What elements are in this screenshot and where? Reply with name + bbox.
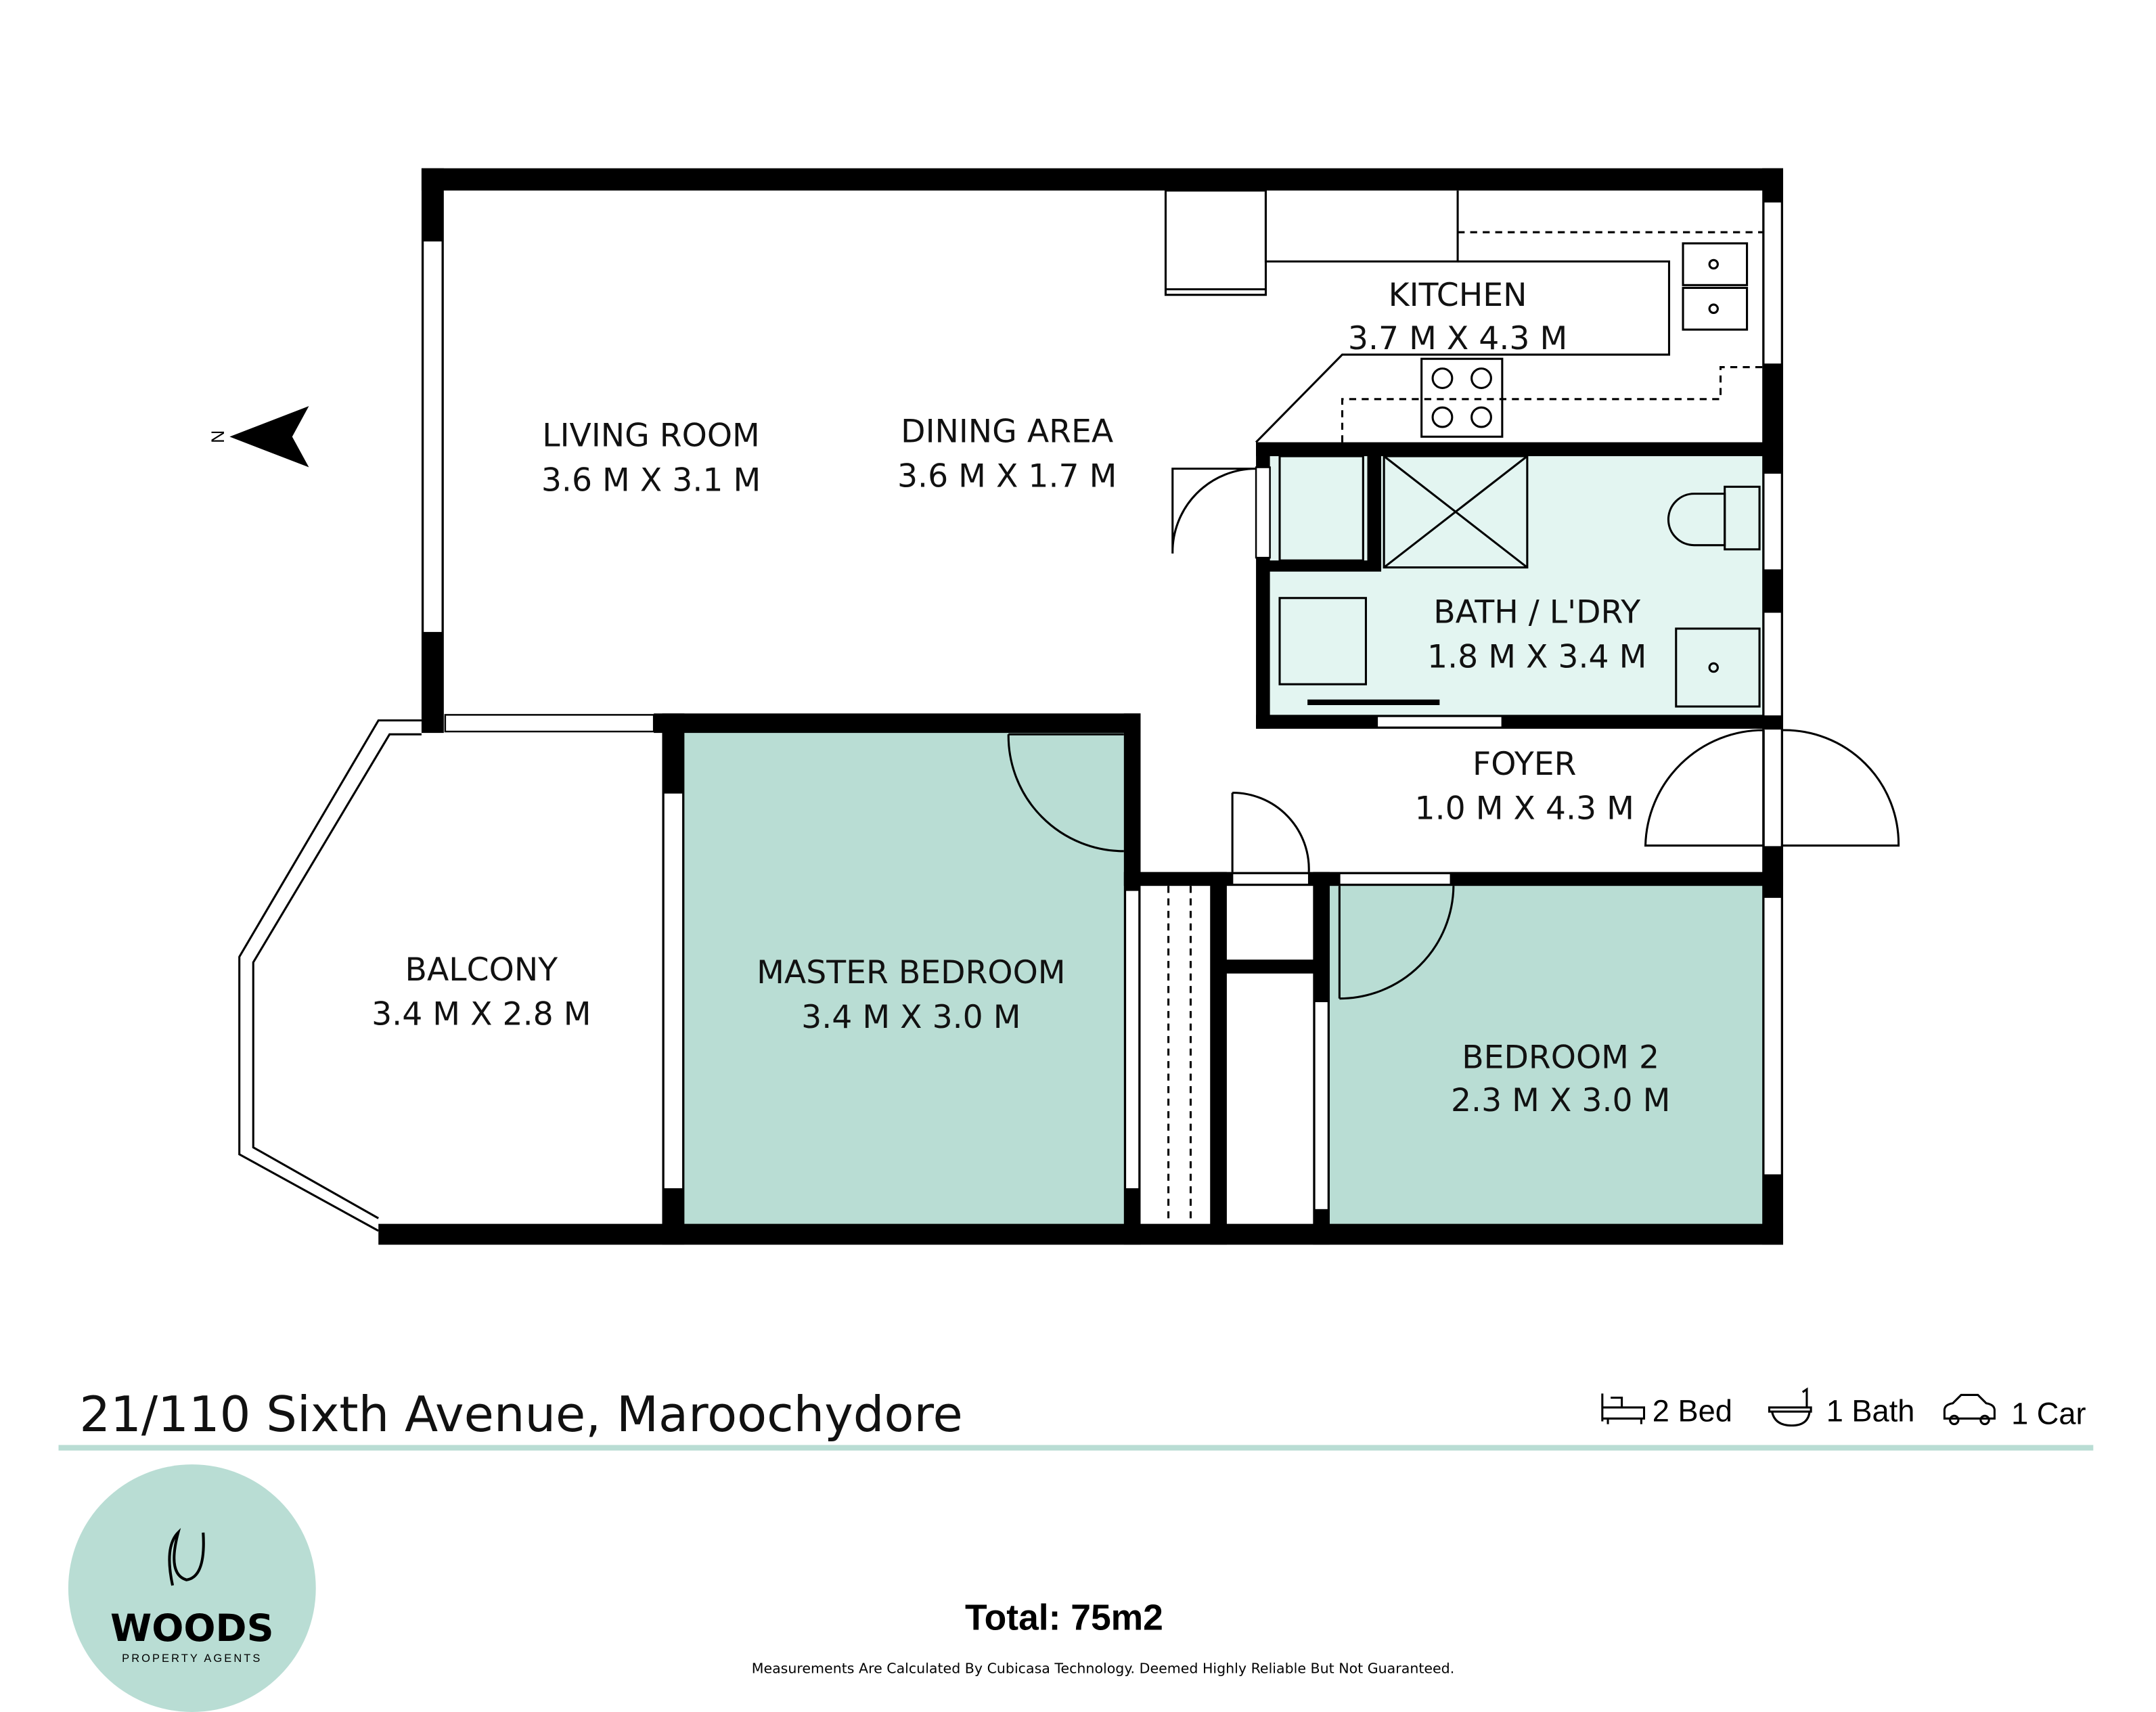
total-area: Total: 75m2 <box>965 1598 1163 1638</box>
address: 21/110 Sixth Avenue, Maroochydore <box>79 1386 962 1443</box>
logo-name: WOODS <box>110 1606 274 1650</box>
bath-count: 1 Bath <box>1826 1393 1915 1428</box>
room-labels: LIVING ROOM 3.6 M X 3.1 M DINING AREA 3.… <box>372 277 1670 1119</box>
room-name: DINING AREA <box>901 413 1113 451</box>
room-size: 3.6 M X 1.7 M <box>897 457 1117 495</box>
room-size: 3.7 M X 4.3 M <box>1348 320 1567 357</box>
bath-fill <box>1265 451 1767 723</box>
disclaimer: Measurements Are Calculated By Cubicasa … <box>752 1660 1455 1676</box>
sink-icon <box>1675 627 1761 708</box>
balcony-outline <box>238 719 422 1232</box>
bath-fixtures <box>1278 455 1761 708</box>
room-name: BEDROOM 2 <box>1462 1039 1659 1076</box>
room-name: BATH / L'DRY <box>1433 594 1640 631</box>
bed-count: 2 Bed <box>1653 1393 1732 1428</box>
car-icon <box>1943 1393 1996 1426</box>
room-name: BALCONY <box>405 951 558 989</box>
bedroom-2-fill <box>1321 878 1774 1236</box>
divider <box>58 1445 2094 1451</box>
master-bedroom-fill <box>665 723 1133 1236</box>
room-name: KITCHEN <box>1389 277 1527 314</box>
car-count: 1 Car <box>2011 1397 2086 1431</box>
washer-icon <box>1278 597 1367 685</box>
windows <box>422 200 1783 1211</box>
toilet-icon <box>1667 493 1726 547</box>
room-size: 2.3 M X 3.0 M <box>1451 1082 1670 1119</box>
logo-tagline: PROPERTY AGENTS <box>122 1652 262 1665</box>
room-name: MASTER BEDROOM <box>757 954 1065 991</box>
room-size: 3.4 M X 2.8 M <box>372 996 591 1033</box>
room-name: LIVING ROOM <box>542 418 760 455</box>
north-arrow-icon: N <box>208 406 309 468</box>
doors <box>1007 468 1900 1224</box>
room-size: 3.6 M X 3.1 M <box>541 461 761 499</box>
bed-icon <box>1601 1393 1646 1424</box>
cooktop-icon <box>1420 357 1504 438</box>
compass-label: N <box>208 430 228 443</box>
room-size: 1.0 M X 4.3 M <box>1415 790 1634 828</box>
room-size: 1.8 M X 3.4 M <box>1427 639 1646 676</box>
features: 2 Bed 1 Bath 1 Car <box>1601 1387 2086 1431</box>
kitchen-fixtures <box>1164 189 1764 443</box>
room-name: FOYER <box>1473 746 1576 783</box>
woods-logo: WOODS PROPERTY AGENTS <box>68 1464 316 1712</box>
bath-icon <box>1768 1387 1812 1427</box>
room-size: 3.4 M X 3.0 M <box>801 999 1020 1036</box>
